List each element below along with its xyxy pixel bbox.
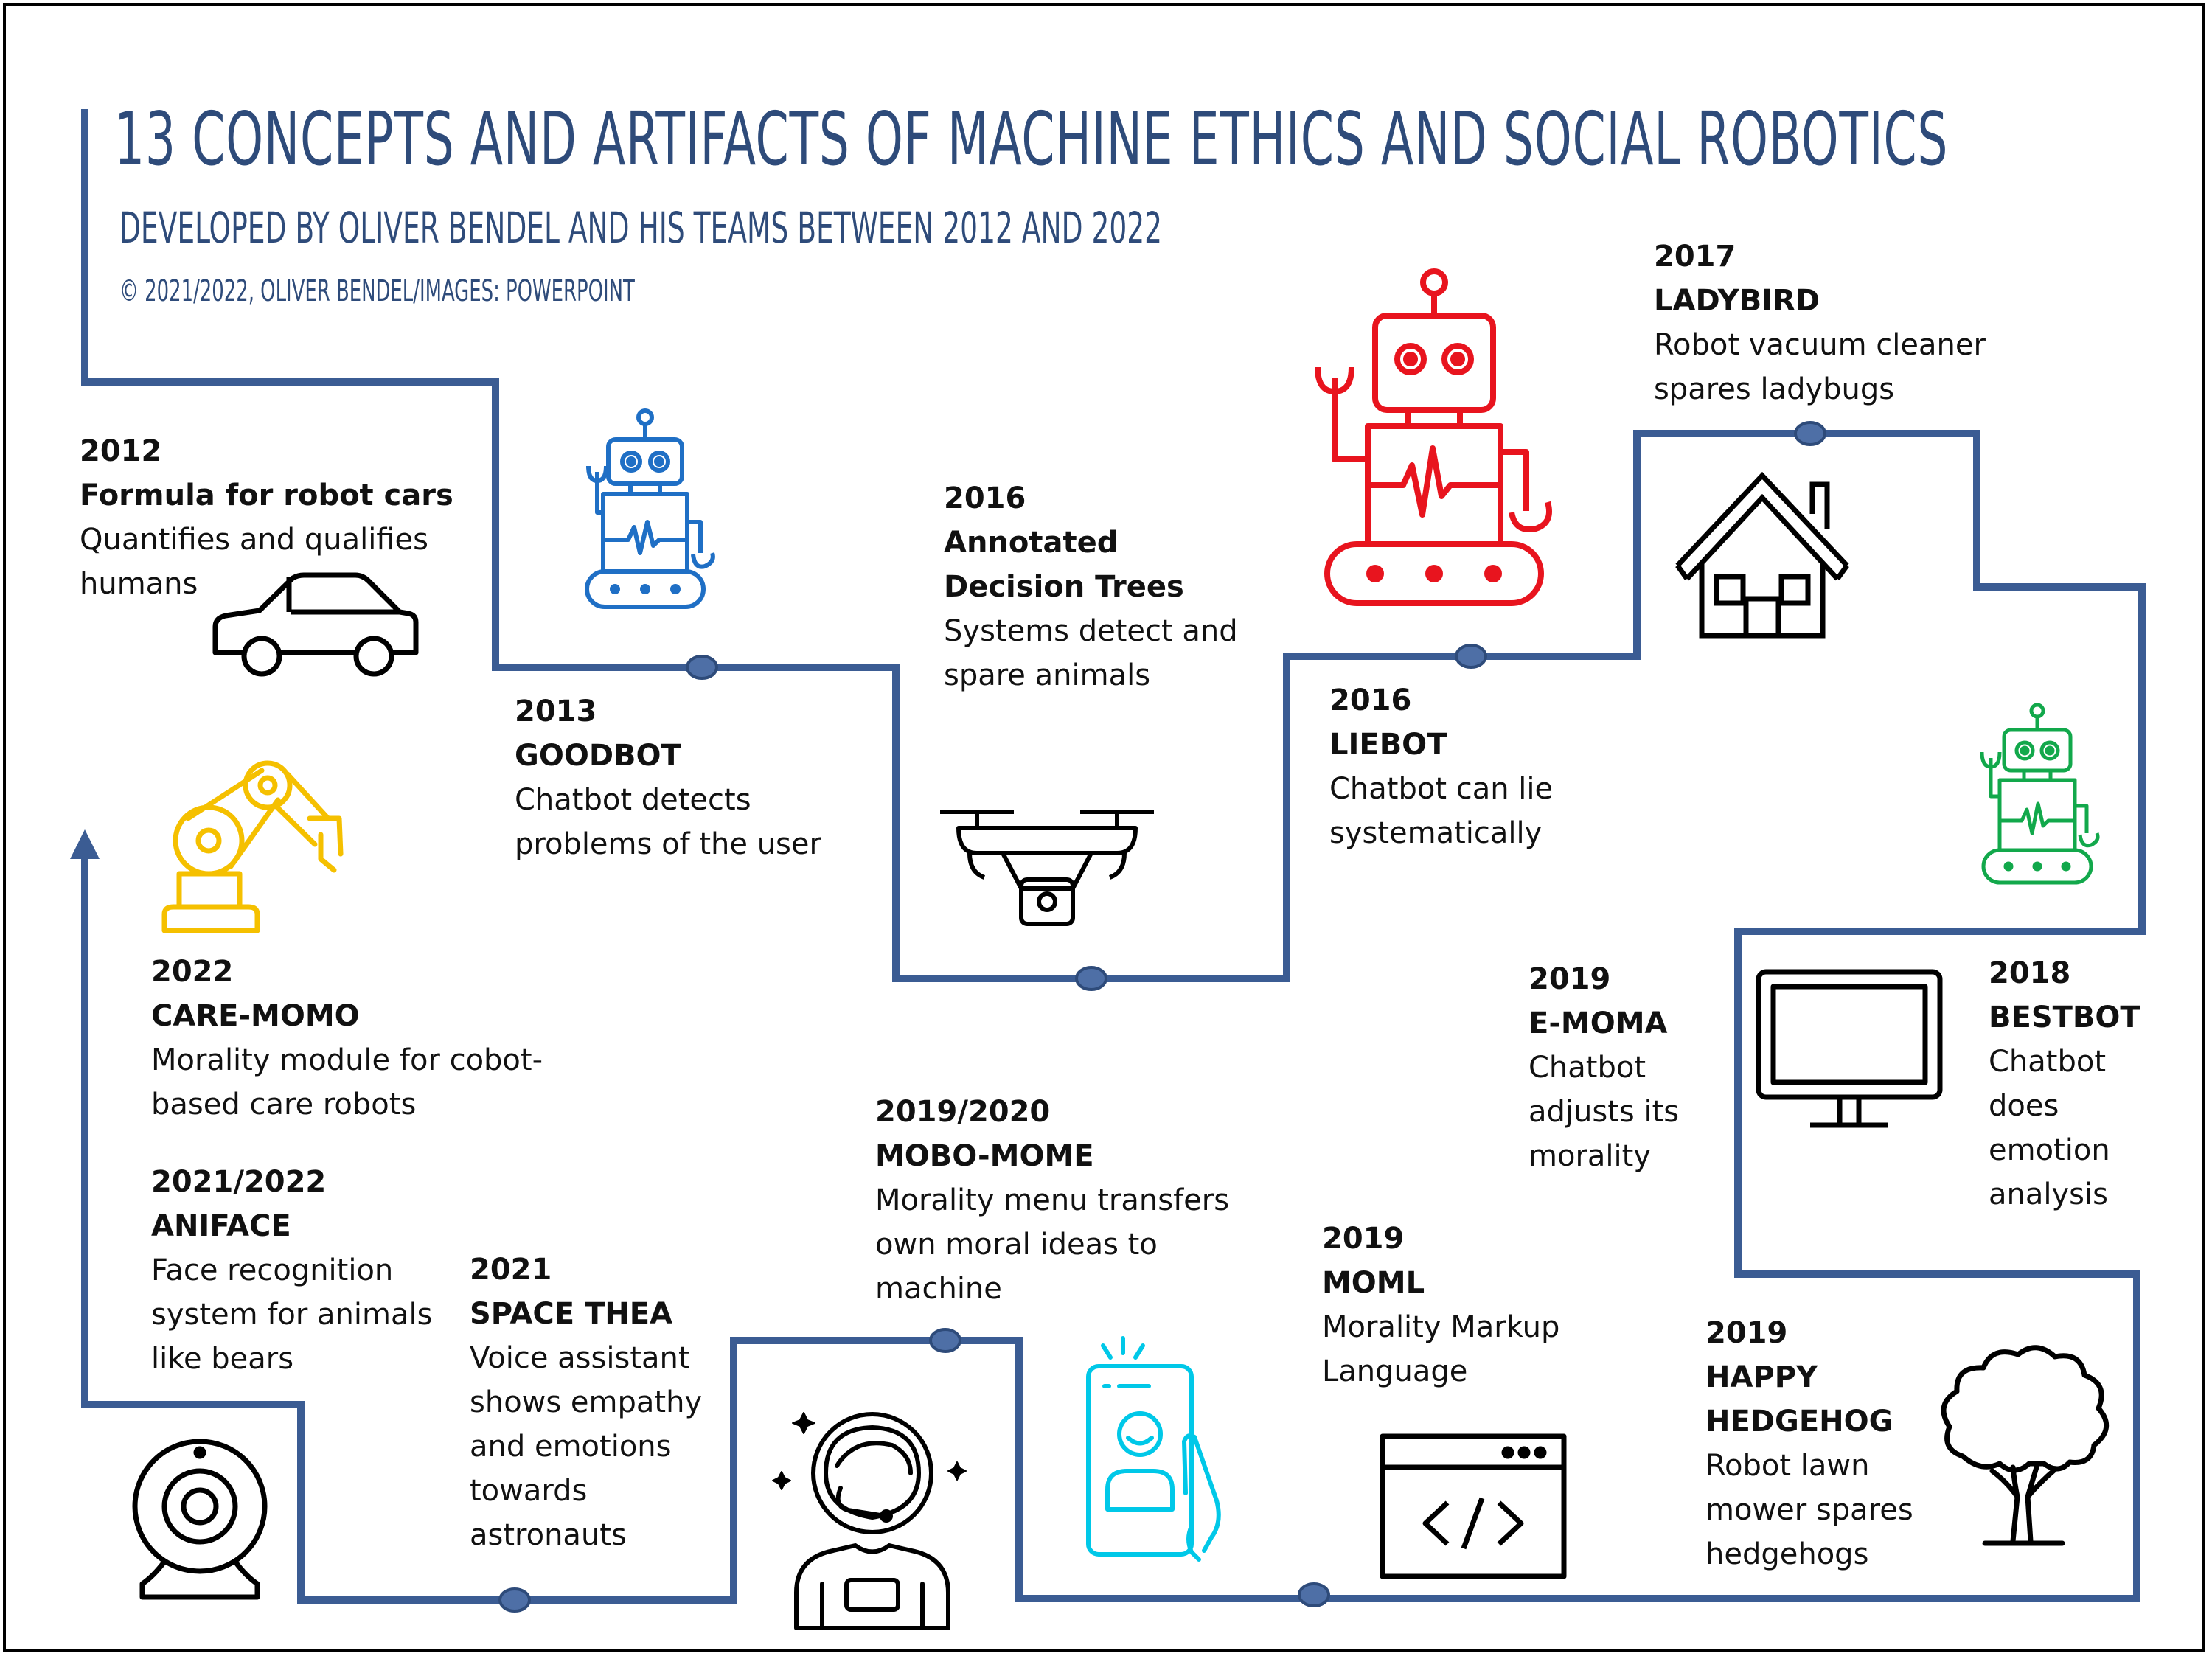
timeline-node bbox=[929, 1328, 961, 1353]
timeline-node bbox=[1075, 966, 1107, 991]
astronaut-icon bbox=[772, 1412, 967, 1630]
item-year: 2019 bbox=[1322, 1222, 1405, 1256]
item-name: ANIFACE bbox=[151, 1209, 291, 1243]
car-icon bbox=[212, 572, 419, 677]
item-desc: Morality module for cobot-based care rob… bbox=[151, 1043, 543, 1121]
item-name: E-MOMA bbox=[1528, 1006, 1668, 1040]
item-year: 2022 bbox=[151, 955, 234, 989]
item-desc: Chatbot can lie systematically bbox=[1329, 772, 1554, 850]
item-desc: Morality Markup Language bbox=[1322, 1310, 1560, 1388]
robot-icon bbox=[1980, 703, 2100, 885]
item-desc: Face recognition system for animals like… bbox=[151, 1253, 433, 1376]
item-desc: Quantifies and qualifies humans bbox=[80, 523, 428, 601]
robot-icon bbox=[585, 408, 715, 609]
item-desc: Chatbot detects problems of the user bbox=[515, 783, 821, 861]
robot-arm-icon bbox=[161, 760, 344, 933]
timeline-node bbox=[686, 655, 718, 680]
item-name: MOML bbox=[1322, 1266, 1425, 1300]
tree-icon bbox=[1941, 1345, 2110, 1546]
item-desc: Morality menu transfers own moral ideas … bbox=[875, 1183, 1230, 1306]
code-window-icon bbox=[1380, 1433, 1567, 1579]
item-decision-trees: 2016 Annotated Decision Trees Systems de… bbox=[944, 476, 1261, 698]
item-space-thea: 2021 SPACE THEA Voice assistant shows em… bbox=[470, 1248, 720, 1557]
page-subtitle: DEVELOPED BY OLIVER BENDEL AND HIS TEAMS… bbox=[119, 203, 1163, 253]
item-name: LIEBOT bbox=[1329, 728, 1447, 762]
item-year: 2019 bbox=[1705, 1316, 1788, 1350]
item-year: 2019/2020 bbox=[875, 1095, 1051, 1129]
item-name: GOODBOT bbox=[515, 739, 681, 773]
item-name: Annotated Decision Trees bbox=[944, 526, 1184, 604]
item-name: HAPPY HEDGEHOG bbox=[1705, 1360, 1893, 1439]
webcam-icon bbox=[132, 1439, 268, 1600]
item-year: 2021/2022 bbox=[151, 1165, 327, 1199]
item-emoma: 2019 E-MOMA Chatbot adjusts its morality bbox=[1528, 957, 1720, 1178]
page-title: 13 CONCEPTS AND ARTIFACTS OF MACHINE ETH… bbox=[114, 96, 1949, 182]
copyright-note: © 2021/2022, OLIVER BENDEL/IMAGES: POWER… bbox=[119, 274, 635, 308]
item-care-momo: 2022 CARE-MOMO Morality module for cobot… bbox=[151, 950, 594, 1127]
robot-icon bbox=[1315, 268, 1552, 606]
item-year: 2021 bbox=[470, 1253, 552, 1287]
item-desc: Systems detect and spare animals bbox=[944, 614, 1238, 692]
item-year: 2016 bbox=[944, 481, 1026, 515]
item-desc: Robot lawn mower spares hedgehogs bbox=[1705, 1449, 1913, 1571]
item-ladybird: 2017 LADYBIRD Robot vacuum cleaner spare… bbox=[1654, 234, 2037, 411]
item-goodbot: 2013 GOODBOT Chatbot detects problems of… bbox=[515, 689, 861, 866]
item-year: 2012 bbox=[80, 434, 162, 468]
item-happy-hedgehog: 2019 HAPPY HEDGEHOG Robot lawn mower spa… bbox=[1705, 1311, 1941, 1576]
item-mobo-mome: 2019/2020 MOBO-MOME Morality menu transf… bbox=[875, 1090, 1259, 1311]
item-desc: Chatbot does emotion analysis bbox=[1989, 1045, 2110, 1211]
timeline-node bbox=[1455, 644, 1487, 669]
item-desc: Robot vacuum cleaner spares ladybugs bbox=[1654, 328, 1986, 406]
item-year: 2019 bbox=[1528, 962, 1611, 996]
timeline-node bbox=[1298, 1582, 1330, 1607]
item-name: MOBO-MOME bbox=[875, 1139, 1094, 1173]
item-name: BESTBOT bbox=[1989, 1001, 2140, 1034]
item-aniface: 2021/2022 ANIFACE Face recognition syste… bbox=[151, 1160, 461, 1381]
item-year: 2013 bbox=[515, 695, 597, 728]
item-moml: 2019 MOML Morality Markup Language bbox=[1322, 1217, 1617, 1394]
outer-frame bbox=[3, 3, 2205, 1652]
house-icon bbox=[1675, 471, 1849, 639]
item-bestbot: 2018 BESTBOT Chatbot does emotion analys… bbox=[1989, 951, 2166, 1217]
item-year: 2016 bbox=[1329, 684, 1412, 717]
item-desc: Voice assistant shows empathy and emotio… bbox=[470, 1341, 703, 1552]
smartphone-icon bbox=[1086, 1336, 1221, 1562]
monitor-icon bbox=[1756, 969, 1943, 1128]
item-formula: 2012 Formula for robot cars Quantifies a… bbox=[80, 429, 493, 606]
timeline-path-start bbox=[70, 109, 2146, 1604]
item-year: 2018 bbox=[1989, 956, 2071, 990]
item-name: Formula for robot cars bbox=[80, 479, 453, 512]
item-desc: Chatbot adjusts its morality bbox=[1528, 1051, 1680, 1173]
item-year: 2017 bbox=[1654, 240, 1736, 274]
item-name: SPACE THEA bbox=[470, 1297, 673, 1331]
drone-icon bbox=[940, 810, 1154, 926]
item-name: CARE-MOMO bbox=[151, 999, 360, 1033]
item-liebot: 2016 LIEBOT Chatbot can lie systematical… bbox=[1329, 678, 1595, 855]
item-name: LADYBIRD bbox=[1654, 284, 1820, 318]
timeline-node bbox=[1794, 421, 1826, 446]
timeline-node bbox=[498, 1587, 531, 1613]
